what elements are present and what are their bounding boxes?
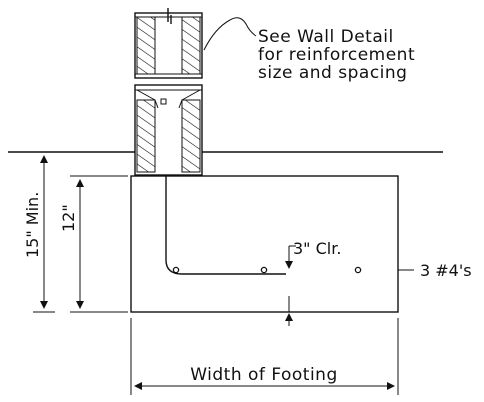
- width-dimension: [130, 318, 399, 395]
- rebar-dot-1: [172, 266, 180, 274]
- vertical-rebar: [165, 8, 286, 275]
- wall-detail-note-line3: size and spacing: [258, 63, 407, 83]
- rebar-dot-2: [260, 266, 268, 274]
- wall-detail-leader: [203, 17, 257, 51]
- min-depth-dimension: [33, 151, 55, 313]
- clear-cover-dimension: [285, 245, 296, 326]
- wall-detail-note-line2: for reinforcement: [258, 45, 415, 65]
- rebar-callout-label: 3 #4's: [420, 261, 472, 280]
- rebar-dot-3: [354, 266, 362, 274]
- min-depth-label: 15" Min.: [23, 192, 42, 258]
- footing-depth-dimension: [70, 175, 128, 313]
- wall-detail-note-line1: See Wall Detail: [258, 27, 394, 47]
- clear-cover-label: 3" Clr.: [293, 239, 341, 258]
- masonry-wall: [134, 12, 203, 176]
- footing-depth-label: 12": [59, 204, 78, 232]
- width-label: Width of Footing: [190, 365, 338, 385]
- footing: [130, 175, 399, 313]
